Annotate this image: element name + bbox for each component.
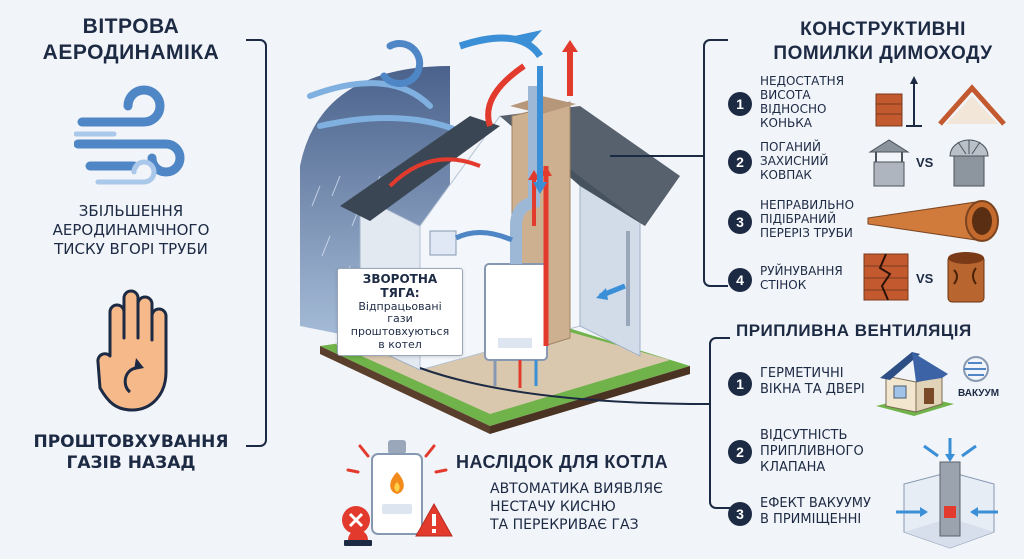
damaged-flue-icon <box>947 252 985 303</box>
right-top-title-line2: помилки димоходу <box>773 43 993 64</box>
construct-item-4-line2: стінок <box>760 278 807 292</box>
construct-vs-2: VS <box>916 155 934 170</box>
left-effect2-line2: газів назад <box>66 453 196 473</box>
construct-num-4: 4 <box>728 268 752 292</box>
left-title-line2: аеродинаміка <box>42 41 220 64</box>
construct-item-3-line3: переріз труби <box>760 226 853 240</box>
boiler-alarm-icon <box>342 440 453 546</box>
left-effect1-line2: аеродинамічного <box>52 221 210 239</box>
vent-item-2-line3: клапана <box>760 460 826 475</box>
left-effect2: Проштовхування газів назад <box>20 432 242 474</box>
construct-item-2-line3: ковпак <box>760 168 812 182</box>
consequence-text: Автоматика виявляє нестачу кисню та пере… <box>490 480 690 534</box>
hand-stop-icon <box>96 289 168 412</box>
right-bottom-title: Припливна вентиляція <box>736 321 972 340</box>
chimney-cap-good-icon <box>949 139 989 187</box>
vent-num-3: 3 <box>728 502 752 526</box>
right-top-title-line1: Конструктивні <box>800 19 966 40</box>
left-title-line1: Вітрова <box>82 15 180 38</box>
construct-item-1-line2: висота <box>760 88 811 102</box>
callout-title: Зворотна тяга: <box>362 272 438 300</box>
left-effect1: Збільшення аеродинамічного тиску вгорі т… <box>20 202 242 259</box>
left-effect2-line1: Проштовхування <box>33 432 229 452</box>
construct-num-1: 1 <box>728 92 752 116</box>
left-bracket <box>246 39 267 447</box>
construct-item-2-line2: захисний <box>760 154 829 168</box>
cracked-wall-icon <box>863 253 909 301</box>
consequence-line3: та перекриває газ <box>490 517 639 533</box>
callout-line1: Відпрацьовані гази <box>358 299 442 326</box>
consequence-title: Наслідок для котла <box>456 452 669 472</box>
construct-item-1-line4: конька <box>760 116 812 130</box>
construct-item-1-line3: відносно <box>760 102 827 116</box>
vent-item-1-line2: вікна та двері <box>760 382 865 397</box>
right-bottom-bracket <box>420 337 730 509</box>
vent-item-2: Відсутність припливного клапана <box>760 428 864 476</box>
vent-num-2: 2 <box>728 440 752 464</box>
vent-item-1: Герметичні вікна та двері <box>760 366 865 398</box>
construct-item-2: Поганий захисний ковпак <box>760 140 828 182</box>
vent-item-3-line1: Ефект вакууму <box>760 496 871 511</box>
backdraft-callout: Зворотна тяга: Відпрацьовані гази прошто… <box>337 268 463 357</box>
construct-item-1-line1: Недостатня <box>760 74 845 88</box>
right-top-bracket <box>610 39 728 287</box>
chimney-height-icon <box>875 76 1006 127</box>
construct-item-2-line1: Поганий <box>760 140 821 154</box>
wind-icon <box>74 85 185 185</box>
construct-item-1: Недостатня висота відносно конька <box>760 74 844 130</box>
vent-item-3: Ефект вакууму в приміщенні <box>760 496 871 528</box>
vent-item-3-line2: в приміщенні <box>760 512 862 527</box>
construct-item-3-line2: підібраний <box>760 212 837 226</box>
vacuum-label: вакуум <box>958 388 1000 399</box>
construct-vs-4: VS <box>916 271 934 286</box>
construct-num-2: 2 <box>728 150 752 174</box>
chimney-cap-bad-icon <box>868 139 910 187</box>
left-effect1-line1: Збільшення <box>78 202 184 220</box>
vent-num-1: 1 <box>728 372 752 396</box>
pipe-cross-section-icon <box>867 200 999 242</box>
construct-item-4: Руйнування стінок <box>760 264 843 292</box>
vent-item-2-line1: Відсутність <box>760 428 848 443</box>
construct-item-3: Неправильно підібраний переріз труби <box>760 198 854 240</box>
left-effect1-line3: тиску вгорі труби <box>54 240 208 258</box>
construct-item-3-line1: Неправильно <box>760 198 855 212</box>
vacuum-swirl-icon <box>963 356 989 382</box>
vent-item-2-line2: припливного <box>760 444 864 459</box>
right-top-title: Конструктивні помилки димоходу <box>752 18 1014 66</box>
callout-line3: в котел <box>378 337 422 351</box>
room-vacuum-icon <box>896 438 998 549</box>
left-title: Вітрова аеродинаміка <box>26 14 236 66</box>
construct-item-4-line1: Руйнування <box>760 264 843 278</box>
callout-line2: проштовхуються <box>350 324 450 338</box>
consequence-line1: Автоматика виявляє <box>490 481 663 497</box>
sealed-house-icon <box>876 352 954 416</box>
consequence-line2: нестачу кисню <box>490 499 616 515</box>
construct-num-3: 3 <box>728 210 752 234</box>
vent-item-1-line1: Герметичні <box>760 366 844 381</box>
